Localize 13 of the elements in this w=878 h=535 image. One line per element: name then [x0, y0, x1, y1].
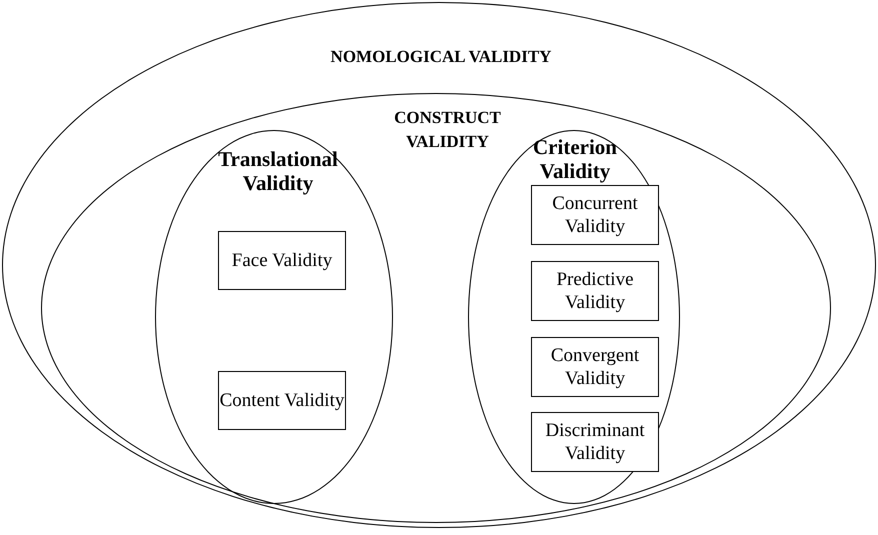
- region-heading: NOMOLOGICAL VALIDITY: [330, 46, 552, 68]
- validity-box: Convergent Validity: [531, 337, 659, 397]
- validity-ellipse: [41, 93, 831, 523]
- validity-ellipse: [155, 130, 393, 504]
- validity-box: Discriminant Validity: [531, 412, 659, 472]
- validity-box: Content Validity: [218, 371, 346, 430]
- validity-box: Concurrent Validity: [531, 185, 659, 245]
- region-heading: CONSTRUCT VALIDITY: [393, 107, 502, 153]
- region-heading: Criterion Validity: [532, 135, 618, 183]
- validity-box: Face Validity: [218, 231, 346, 290]
- validity-ellipse: [2, 2, 876, 528]
- validity-box: Predictive Validity: [531, 261, 659, 321]
- region-heading: Translational Validity: [217, 147, 339, 195]
